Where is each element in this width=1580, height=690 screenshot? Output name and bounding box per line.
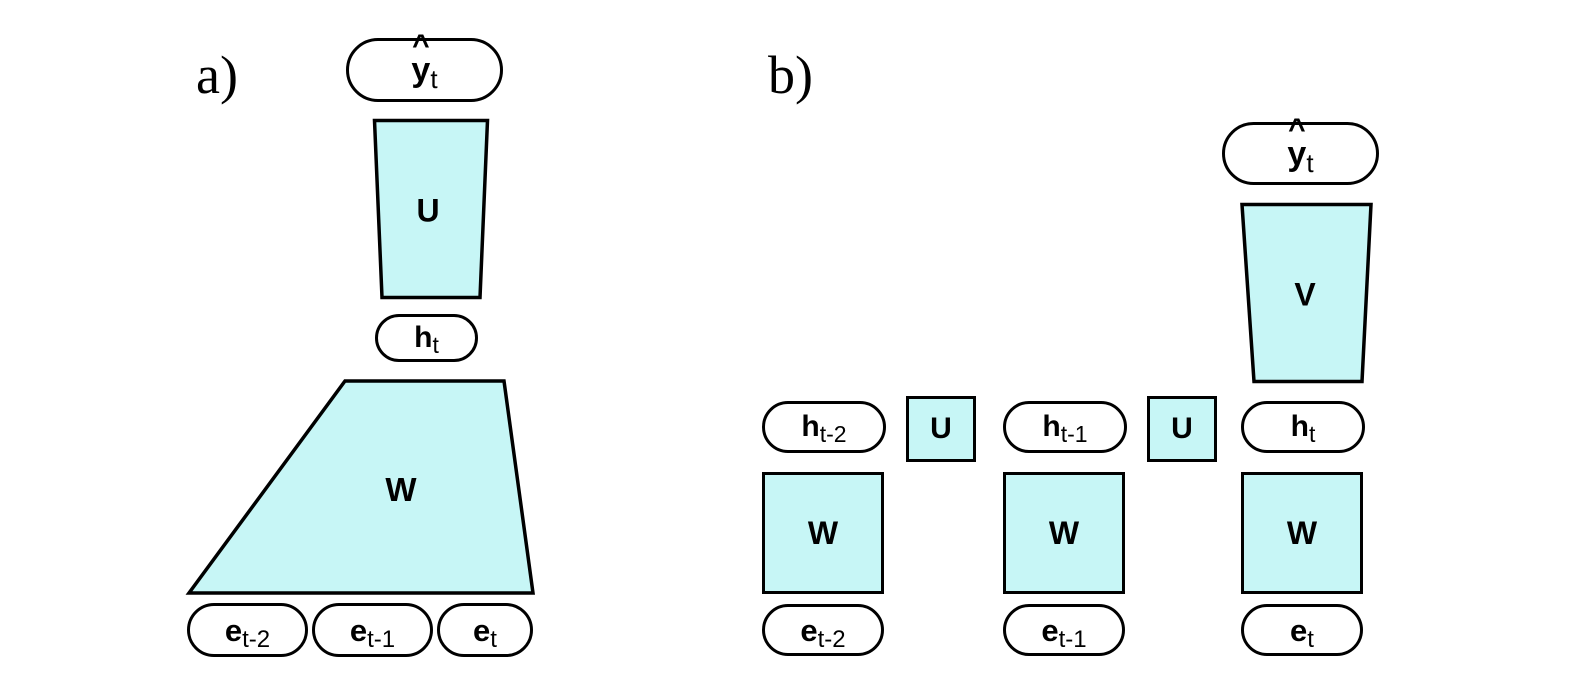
panel-a-matrix-w-shape bbox=[185, 379, 536, 595]
input-token-b-2: e t bbox=[1290, 612, 1314, 652]
panel-b-transition-weight-0-label: U bbox=[930, 412, 952, 445]
output-sub-a: t bbox=[430, 64, 438, 94]
hidden-token-b-0: h t-2 bbox=[801, 410, 846, 446]
input-sub-b-2: t bbox=[1307, 625, 1314, 653]
panel-b-transition-weight-1: U bbox=[1147, 396, 1217, 462]
hidden-base-b-1: h bbox=[1042, 410, 1061, 443]
input-base-a-2: e bbox=[473, 612, 491, 648]
hidden-sub-b-1: t-1 bbox=[1060, 421, 1088, 447]
hidden-base-a: h bbox=[414, 321, 433, 354]
panel-a-matrix-u: U bbox=[370, 116, 492, 302]
panel-b-recurrent-weight-2-label: W bbox=[1286, 514, 1318, 551]
panel-a-matrix-u-shape bbox=[372, 118, 490, 300]
panel-b-transition-weight-0: U bbox=[906, 396, 976, 462]
hidden-base-b-0: h bbox=[801, 410, 820, 443]
panel-a-matrix-u-label: U bbox=[416, 192, 440, 229]
input-base-b-2: e bbox=[1290, 612, 1308, 648]
panel-a-output-node: ^ y t bbox=[346, 31, 503, 102]
panel-a-matrix-w: W bbox=[183, 376, 539, 598]
panel-b-input-node-1: e t-1 bbox=[1003, 604, 1125, 656]
input-token-a-0: e t-2 bbox=[224, 612, 270, 652]
input-token-a-1: e t-1 bbox=[349, 612, 395, 652]
hidden-sub-b-0: t-2 bbox=[819, 421, 847, 447]
panel-b-input-node-2: e t bbox=[1241, 604, 1363, 656]
panel-a-input-node-1: e t-1 bbox=[312, 603, 433, 657]
input-token-b-1: e t-1 bbox=[1041, 612, 1086, 652]
input-sub-a-0: t-2 bbox=[242, 625, 271, 653]
input-sub-a-2: t bbox=[490, 625, 497, 653]
input-sub-b-1: t-1 bbox=[1058, 625, 1087, 653]
input-sub-b-0: t-2 bbox=[817, 625, 846, 653]
output-base-b: y bbox=[1287, 134, 1307, 173]
input-base-b-0: e bbox=[800, 612, 818, 648]
input-base-a-0: e bbox=[224, 612, 243, 648]
output-base-a: y bbox=[411, 51, 431, 89]
panel-a-matrix-w-label: W bbox=[385, 471, 417, 508]
hidden-token-b-1: h t-1 bbox=[1042, 410, 1087, 446]
hidden-sub-b-2: t bbox=[1308, 421, 1316, 447]
panel-b-recurrent-weight-2: W bbox=[1241, 472, 1363, 594]
panel-b-matrix-v: V bbox=[1237, 200, 1377, 386]
panel-b-hidden-node-0: h t-2 bbox=[762, 401, 886, 453]
panel-label-a: a) bbox=[196, 45, 238, 105]
panel-b-matrix-v-label: V bbox=[1294, 276, 1316, 313]
hidden-token-b-2: h t bbox=[1290, 410, 1316, 446]
output-token-b: ^ y t bbox=[1287, 114, 1313, 176]
hidden-sub-a: t bbox=[432, 332, 439, 358]
panel-a-input-node-0: e t-2 bbox=[187, 603, 308, 657]
input-token-b-0: e t-2 bbox=[800, 612, 845, 652]
panel-b-transition-weight-1-label: U bbox=[1171, 412, 1193, 445]
input-sub-a-1: t-1 bbox=[367, 625, 396, 653]
panel-b-output-node: ^ y t bbox=[1222, 114, 1379, 185]
panel-a-input-node-2: e t bbox=[437, 603, 533, 657]
panel-label-b: b) bbox=[768, 45, 813, 105]
hat-accent-b-output: ^ bbox=[1288, 112, 1306, 146]
panel-b-recurrent-weight-0-label: W bbox=[807, 514, 839, 551]
output-sub-b: t bbox=[1306, 147, 1314, 178]
panel-b-recurrent-weight-1: W bbox=[1003, 472, 1125, 594]
input-base-b-1: e bbox=[1041, 612, 1059, 648]
input-base-a-1: e bbox=[349, 612, 368, 648]
panel-b-hidden-node-2: h t bbox=[1241, 401, 1365, 453]
output-token-a: ^ y t bbox=[411, 31, 437, 93]
panel-b-input-node-0: e t-2 bbox=[762, 604, 884, 656]
input-token-a-2: e t bbox=[473, 612, 497, 652]
hat-accent-a-output: ^ bbox=[412, 29, 430, 62]
panel-b-hidden-node-1: h t-1 bbox=[1003, 401, 1127, 453]
panel-b-matrix-v-shape bbox=[1240, 202, 1373, 384]
panel-b-recurrent-weight-0: W bbox=[762, 472, 884, 594]
hidden-token-a: h t bbox=[414, 321, 439, 357]
panel-a-hidden-node: h t bbox=[375, 314, 478, 362]
panel-b-recurrent-weight-1-label: W bbox=[1048, 514, 1080, 551]
hidden-base-b-2: h bbox=[1290, 410, 1309, 443]
